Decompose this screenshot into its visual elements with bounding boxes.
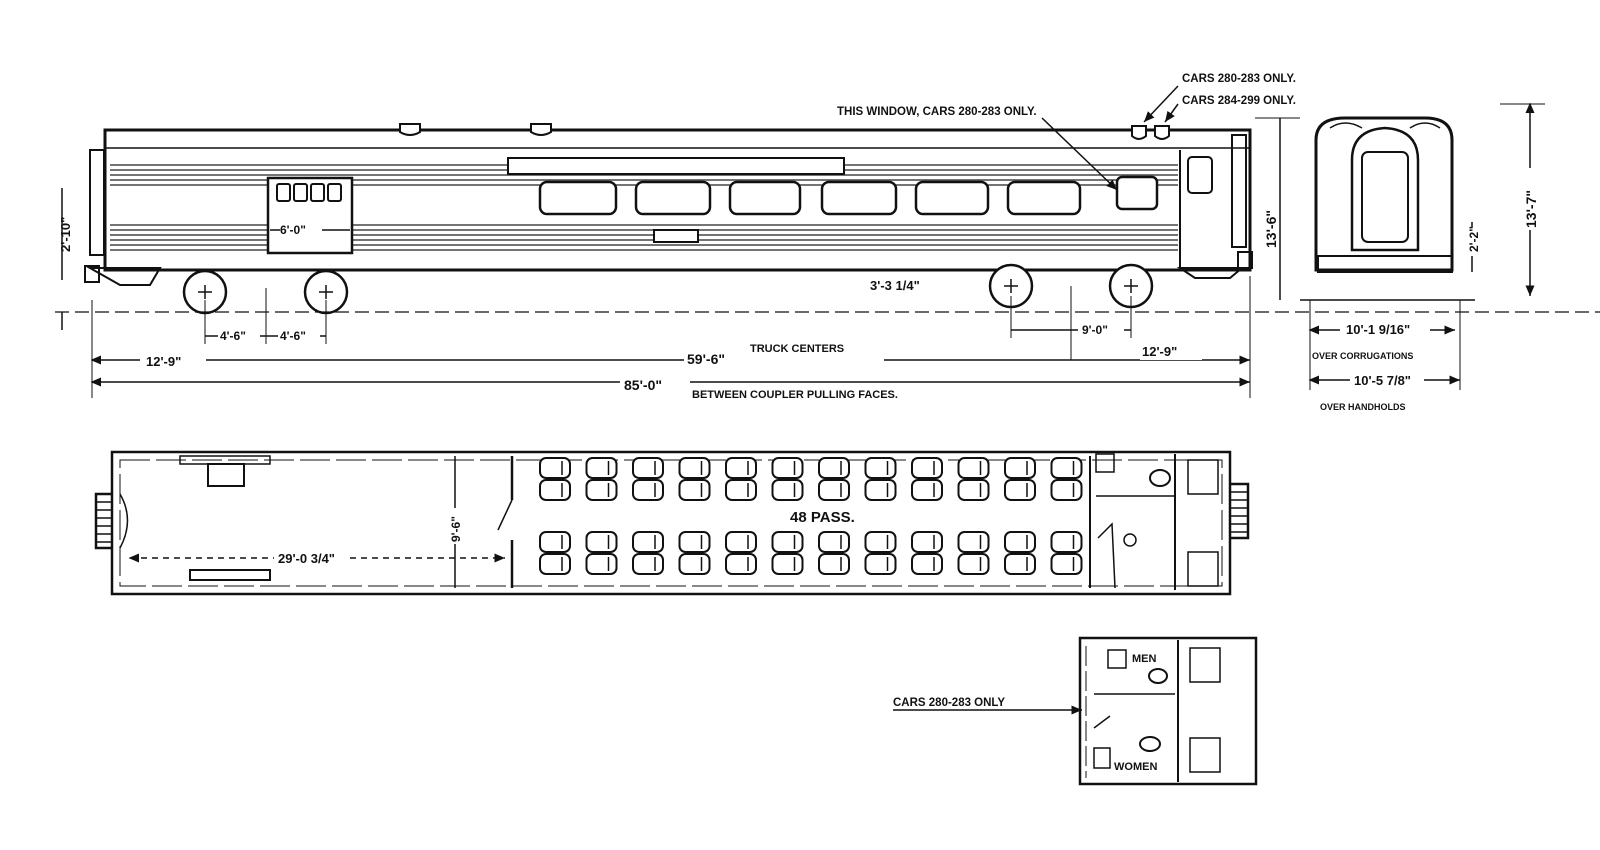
plan-diaphragm-left bbox=[94, 492, 112, 550]
seat-pair-icon bbox=[1050, 457, 1083, 501]
seat-pair-icon bbox=[818, 531, 850, 575]
door-windows bbox=[276, 183, 342, 202]
plan-width-dim: 9'-6" bbox=[449, 516, 463, 542]
cars-note-a: CARS 280-283 ONLY. bbox=[1182, 73, 1296, 85]
width-handholds-label: OVER HANDHOLDS bbox=[1320, 402, 1406, 412]
seat-pair-icon bbox=[678, 531, 711, 575]
overall-length-label: BETWEEN COUPLER PULLING FACES. bbox=[692, 389, 898, 401]
wheelbase-left-a-dim: 4'-6" bbox=[220, 329, 246, 343]
seat-pair-icon bbox=[911, 457, 943, 501]
width-corrugations-dim: 10'-1 9/16" bbox=[1346, 322, 1410, 337]
end-outline bbox=[1314, 116, 1454, 272]
inset-plan: MEN WOMEN CARS 280-283 ONLY bbox=[893, 636, 1258, 786]
sink-icon bbox=[1093, 747, 1111, 769]
overall-length-dim: 85'-0" bbox=[624, 377, 662, 393]
seat-pair-icon bbox=[1004, 531, 1036, 575]
seat-pair-icon bbox=[678, 457, 711, 501]
inset-outline bbox=[1078, 636, 1258, 786]
seat-pair-icon bbox=[1004, 457, 1036, 501]
roof-vent-icon bbox=[399, 123, 421, 136]
sink-icon bbox=[1095, 453, 1115, 473]
truck-right bbox=[988, 263, 1154, 309]
cars-note-b: CARS 284-299 ONLY. bbox=[1182, 95, 1296, 107]
window-note: THIS WINDOW, CARS 280-283 ONLY. bbox=[837, 106, 1037, 118]
end-elevation: 13'-7" 2'-2" 10'-1 9/16" OVER CORRUGATIO… bbox=[1300, 102, 1545, 412]
seat-pair-icon bbox=[585, 531, 618, 575]
seat-pair-icon bbox=[585, 457, 618, 501]
left-diaphragm bbox=[89, 149, 105, 256]
end-door-window bbox=[1187, 156, 1213, 194]
plan-diaphragm-right bbox=[1230, 482, 1250, 540]
end-door bbox=[1350, 126, 1420, 252]
door-width-dim: 6'-0" bbox=[280, 223, 306, 237]
end-height-dim: 13'-7" bbox=[1523, 190, 1539, 228]
truck-centers-dim: 59'-6" bbox=[687, 351, 725, 367]
seat-pair-icon bbox=[911, 531, 943, 575]
seat-pair-icon bbox=[864, 457, 897, 501]
toilet-icon bbox=[1139, 736, 1161, 752]
capacity-label: 48 PASS. bbox=[790, 509, 855, 526]
end-to-truck-right-dim: 12'-9" bbox=[1142, 344, 1177, 359]
end-side-height-dim: 2'-2" bbox=[1467, 226, 1481, 252]
truck-centers-label: TRUCK CENTERS bbox=[750, 343, 844, 355]
side-elevation: 6'-0" bbox=[55, 73, 1600, 401]
wheelbase-right-dim: 9'-0" bbox=[1082, 323, 1108, 337]
baggage-length-dim: 29'-0 3/4" bbox=[278, 551, 335, 566]
toilet-icon bbox=[1149, 469, 1171, 487]
truck-left bbox=[182, 269, 349, 315]
sink-icon bbox=[1107, 649, 1127, 669]
seat-pair-icon bbox=[725, 457, 757, 501]
letterboard bbox=[507, 157, 845, 175]
width-corrugations-label: OVER CORRUGATIONS bbox=[1312, 351, 1413, 361]
seat-pair-icon bbox=[539, 457, 571, 501]
seat-pair-icon bbox=[1050, 531, 1083, 575]
right-diaphragm bbox=[1231, 134, 1247, 248]
step-height-dim: 2'-10" bbox=[58, 217, 73, 252]
seat-pair-icon bbox=[771, 531, 804, 575]
roof-vent-icon bbox=[1154, 125, 1170, 140]
coupler-right bbox=[1237, 251, 1253, 269]
toilet-icon bbox=[1148, 668, 1168, 684]
men-label: MEN bbox=[1132, 653, 1157, 665]
floor-plan-outline bbox=[110, 450, 1232, 596]
floor-plan: 9'-6" 29'-0 3/4" 48 PASS. bbox=[94, 450, 1250, 596]
seat-pair-icon bbox=[818, 457, 850, 501]
width-handholds-dim: 10'-5 7/8" bbox=[1354, 373, 1411, 388]
seat-pair-icon bbox=[864, 531, 897, 575]
wheelbase-left-b-dim: 4'-6" bbox=[280, 329, 306, 343]
roof-vent-icon bbox=[530, 123, 552, 136]
baggage-fixture bbox=[207, 463, 245, 487]
seat-pair-icon bbox=[957, 457, 990, 501]
seat-group bbox=[539, 457, 1083, 575]
coupler-left bbox=[84, 265, 100, 283]
roof-vent-icon bbox=[1131, 125, 1147, 140]
seat-pair-icon bbox=[957, 531, 990, 575]
baggage-fixture bbox=[189, 569, 271, 581]
women-label: WOMEN bbox=[1114, 761, 1157, 773]
inset-note: CARS 280-283 ONLY bbox=[893, 697, 1005, 709]
seat-pair-icon bbox=[539, 531, 571, 575]
passenger-windows bbox=[538, 175, 1159, 216]
car-height-dim: 13'-6" bbox=[1263, 210, 1279, 248]
seat-pair-icon bbox=[632, 457, 664, 501]
seat-pair-icon bbox=[632, 531, 664, 575]
floor-height-dim: 3'-3 1/4" bbox=[870, 278, 920, 293]
seat-pair-icon bbox=[771, 457, 804, 501]
end-to-truck-left-dim: 12'-9" bbox=[146, 354, 181, 369]
seat-pair-icon bbox=[725, 531, 757, 575]
